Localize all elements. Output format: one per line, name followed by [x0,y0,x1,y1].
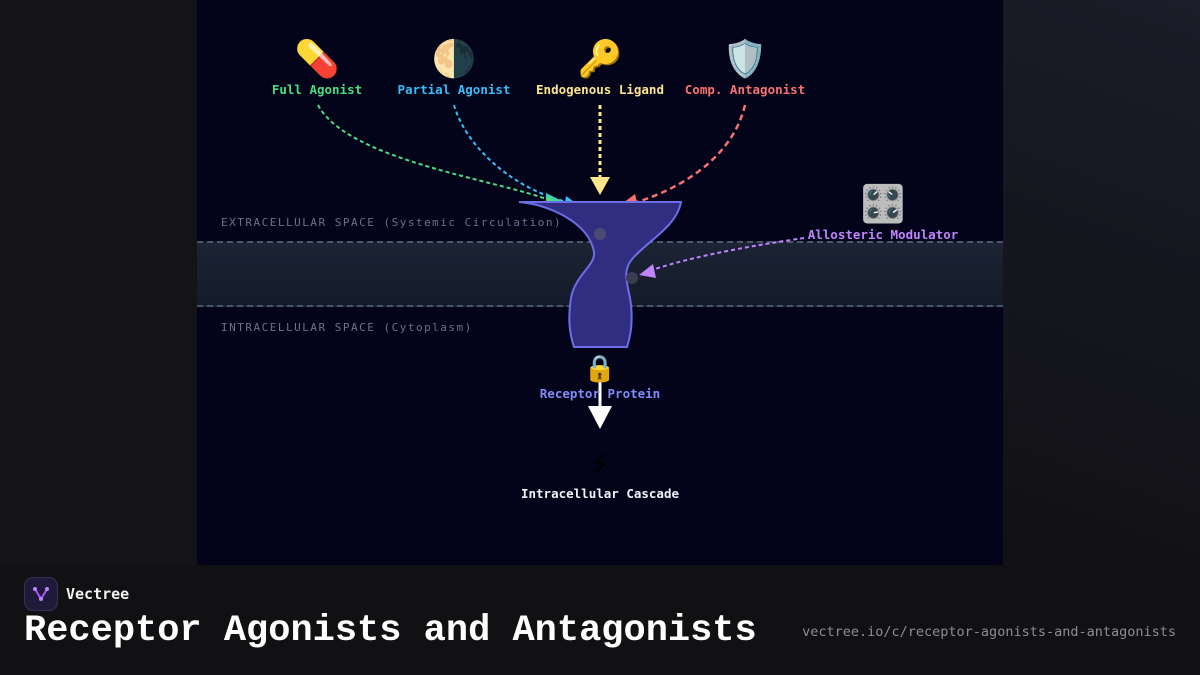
allosteric-modulator-node: 🎛️ Allosteric Modulator [795,183,971,242]
full-agonist-arrow [317,104,550,201]
pill-icon: 💊 [294,39,340,80]
diagram-canvas: EXTRACELLULAR SPACE (Systemic Circulatio… [197,0,1003,565]
competitive-antagonist-label: Comp. Antagonist [684,82,806,97]
right-backdrop [1003,0,1200,565]
intracellular-space-label: INTRACELLULAR SPACE (Cytoplasm) [221,321,473,334]
key-icon: 🔑 [577,39,623,80]
shield-icon: 🛡️ [722,39,768,80]
diagram-connectors [317,104,805,429]
half-moon-icon: 🌗 [431,39,477,80]
receptor-protein-node: 🔒 Receptor Protein [520,352,680,401]
antagonist-arrow [633,104,747,205]
receptor-protein-outline [518,201,683,348]
receptor-protein-label: Receptor Protein [539,386,661,401]
vectree-logo-icon [24,577,58,611]
footer-bar [0,565,1200,675]
page-title: Receptor Agonists and Antagonists [24,610,757,652]
endogenous-ligand-node: 🔑 Endogenous Ligand [520,38,680,97]
partial-agonist-node: 🌗 Partial Agonist [384,38,524,97]
partial-agonist-arrow [453,104,568,203]
lightning-icon: ⚡ [589,443,611,484]
allosteric-arrowhead [639,264,656,278]
left-backdrop [0,0,197,565]
brand[interactable]: Vectree [24,577,129,611]
orthosteric-site [594,228,606,240]
competitive-antagonist-node: 🛡️ Comp. Antagonist [670,38,820,97]
endogenous-ligand-arrowhead [590,177,610,195]
allosteric-modulator-label: Allosteric Modulator [807,227,959,242]
lock-icon: 🔒 [583,354,617,384]
full-agonist-node: 💊 Full Agonist [257,38,377,97]
brand-name: Vectree [66,585,130,603]
intracellular-cascade-node: ⚡ Intracellular Cascade [500,442,700,501]
signal-arrowhead [588,406,612,429]
endogenous-ligand-label: Endogenous Ligand [536,82,664,97]
allosteric-arrow [651,237,805,271]
control-knobs-icon: 🎛️ [860,184,906,225]
allosteric-site [626,272,638,284]
extracellular-space-label: EXTRACELLULAR SPACE (Systemic Circulatio… [221,216,563,229]
full-agonist-label: Full Agonist [271,82,363,97]
page-url[interactable]: vectree.io/c/receptor-agonists-and-antag… [802,624,1176,640]
intracellular-cascade-label: Intracellular Cascade [520,486,680,501]
partial-agonist-label: Partial Agonist [397,82,511,97]
